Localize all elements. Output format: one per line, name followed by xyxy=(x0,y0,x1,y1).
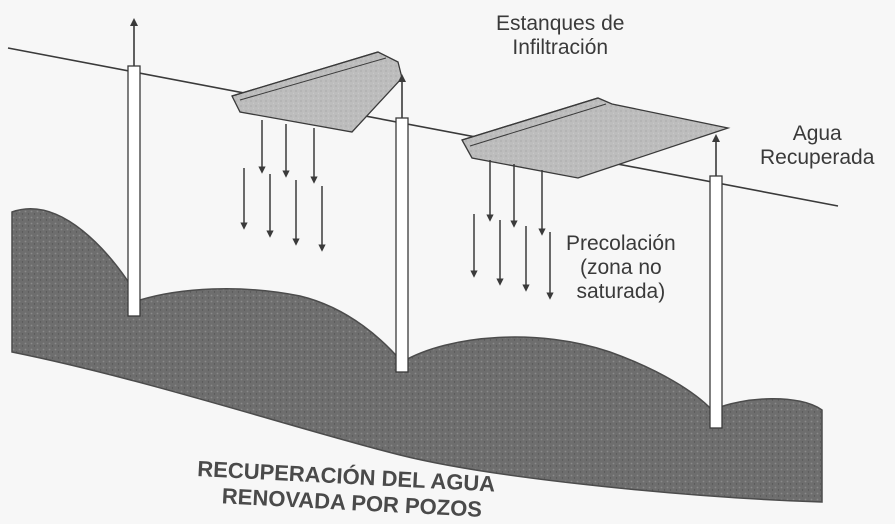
percolation-arrows-2 xyxy=(470,160,554,300)
label-recovered-line1: Agua xyxy=(792,122,842,145)
diagram-drawing xyxy=(7,18,839,503)
infiltration-pond-2 xyxy=(461,97,731,179)
label-ponds-line2: Infiltración xyxy=(512,36,609,59)
ground-surface-line xyxy=(7,47,839,207)
diagram-canvas: Estanques de Infiltración Agua Recuperad… xyxy=(7,12,874,522)
label-ponds-line1: Estanques de xyxy=(496,12,625,35)
saturated-ground xyxy=(11,208,823,503)
label-recovered-line2: Recuperada xyxy=(760,146,875,169)
label-recovered-water: Agua Recuperada xyxy=(760,122,874,170)
label-percolation-line2: (zona no xyxy=(580,256,662,279)
percolation-arrows-1 xyxy=(240,120,326,252)
infiltration-pond-1 xyxy=(231,51,403,133)
recovery-well-3 xyxy=(709,134,723,429)
label-infiltration-ponds: Estanques de Infiltración xyxy=(496,12,624,60)
label-percolation-line3: saturada) xyxy=(576,280,666,303)
recovery-well-2 xyxy=(395,74,409,373)
recovery-well-1 xyxy=(127,18,141,317)
label-percolation: Precolación (zona no saturada) xyxy=(566,232,676,304)
label-percolation-line1: Precolación xyxy=(566,232,676,255)
